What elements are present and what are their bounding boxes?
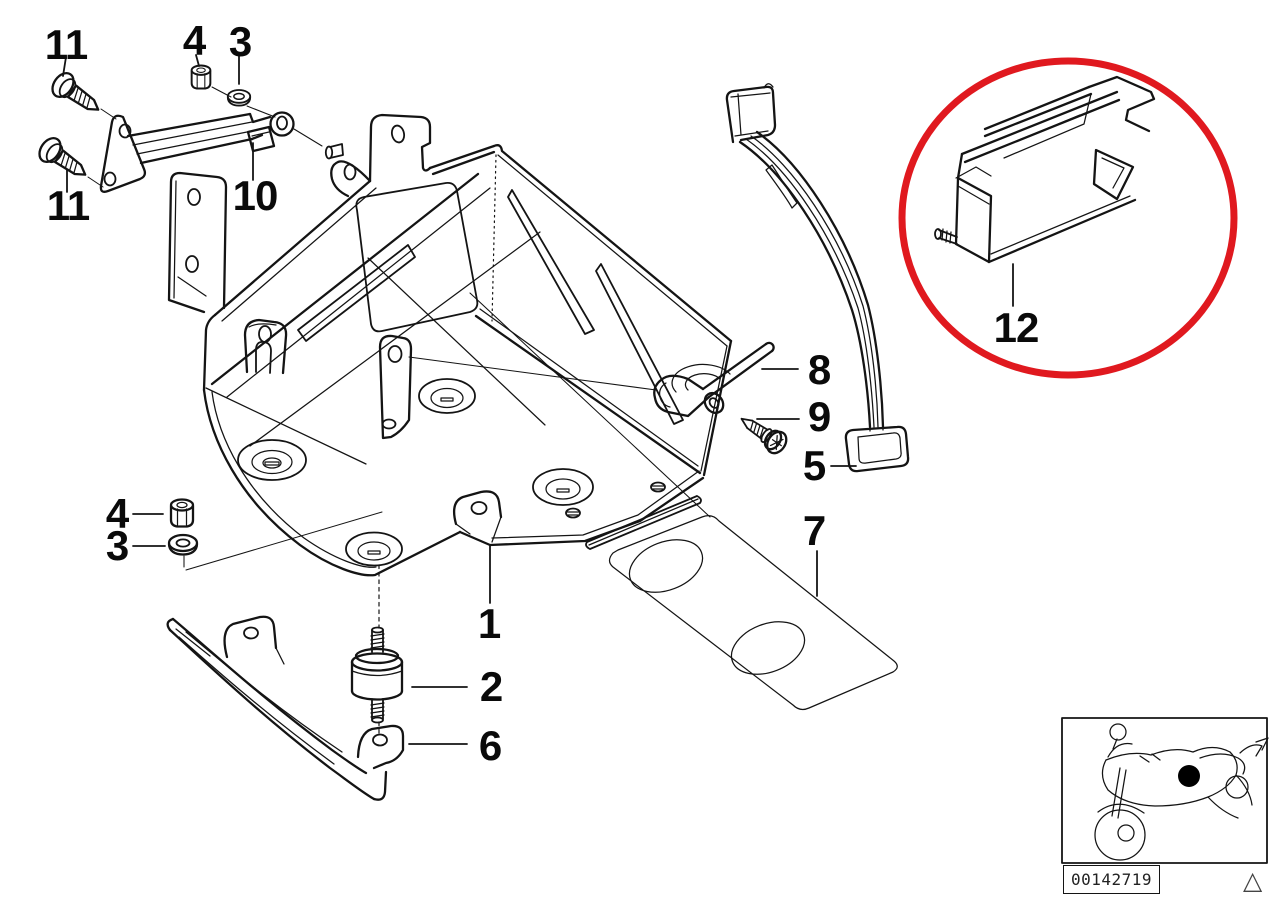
location-thumbnail xyxy=(1061,717,1269,864)
part-8-retaining-pin xyxy=(653,341,775,418)
callout-4-top[interactable]: 4 xyxy=(182,17,206,64)
callout-8[interactable]: 8 xyxy=(807,346,831,393)
highlight-circle xyxy=(898,57,1238,379)
part-10-bracket xyxy=(99,111,295,193)
part-3-washer-left xyxy=(167,533,199,556)
motorcycle-icon xyxy=(1094,723,1269,861)
location-marker-dot xyxy=(1178,765,1200,787)
callout-6[interactable]: 6 xyxy=(478,722,502,769)
warning-triangle-icon: △ xyxy=(1243,866,1263,895)
part-12-holder xyxy=(934,75,1156,264)
callout-4-left[interactable]: 4 xyxy=(105,490,129,537)
image-code-box: 00142719 xyxy=(1063,865,1160,894)
callout-10[interactable]: 10 xyxy=(232,172,279,219)
callout-11-lower[interactable]: 11 xyxy=(46,182,90,229)
bolt-head xyxy=(565,507,581,519)
part-4-nut-left xyxy=(169,498,195,528)
part-7-cover-plate xyxy=(608,515,898,711)
part-1-battery-tray xyxy=(167,113,733,577)
callout-11-upper[interactable]: 11 xyxy=(44,21,88,68)
tray-cup xyxy=(345,531,403,567)
leader-lines xyxy=(62,54,1014,745)
bolt-head xyxy=(650,481,666,493)
part-5-tension-strap xyxy=(725,83,910,473)
callout-1[interactable]: 1 xyxy=(477,600,501,647)
tray-cup xyxy=(418,378,476,414)
callout-3-left[interactable]: 3 xyxy=(105,522,129,569)
part-2-rubber-mount xyxy=(350,626,404,724)
tray-cup xyxy=(237,439,307,481)
callout-5[interactable]: 5 xyxy=(802,442,826,489)
tray-cup xyxy=(532,468,594,506)
callout-12[interactable]: 12 xyxy=(993,304,1040,351)
part-3-washer-top xyxy=(226,89,252,107)
callout-3-top[interactable]: 3 xyxy=(228,18,252,65)
part-9-screw xyxy=(733,408,792,458)
callout-2[interactable]: 2 xyxy=(479,663,503,710)
callout-7[interactable]: 7 xyxy=(802,507,826,554)
part-6-support-bracket xyxy=(166,615,405,801)
callout-9[interactable]: 9 xyxy=(807,393,831,440)
part-4-nut-top xyxy=(190,64,212,90)
